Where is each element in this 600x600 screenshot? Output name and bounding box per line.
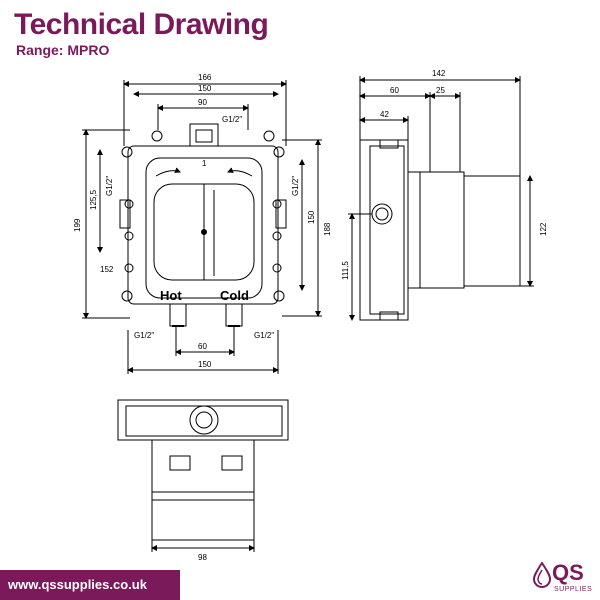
dim-front-152: 152: [100, 265, 114, 274]
logo-text: QS: [552, 560, 584, 585]
dim-side-142: 142: [432, 69, 446, 78]
dim-side-60: 60: [390, 86, 399, 95]
dim-side-122: 122: [539, 222, 548, 236]
front-inner-frame: [145, 157, 263, 299]
footer-url-link[interactable]: www.qssupplies.co.uk: [8, 577, 147, 592]
thread-left: G1/2": [105, 176, 114, 196]
dim-front-199: 199: [73, 218, 82, 232]
dim-front-150-bottom: 150: [198, 360, 212, 369]
side-view: [348, 76, 534, 321]
dim-side-42: 42: [380, 110, 389, 119]
dim-side-25: 25: [436, 86, 445, 95]
dim-bottom-98: 98: [198, 553, 207, 562]
label-number: 1: [202, 159, 207, 168]
dim-front-90: 90: [198, 98, 207, 107]
qs-supplies-logo: QS SUPPLIES: [530, 560, 596, 598]
logo-subtext: SUPPLIES: [554, 586, 593, 593]
thread-top: G1/2": [222, 115, 242, 124]
bottom-view: [117, 399, 289, 552]
label-hot: Hot: [160, 288, 182, 303]
front-view: [82, 80, 322, 374]
dim-front-150-right: 150: [307, 210, 316, 224]
dim-front-60: 60: [198, 342, 207, 351]
thread-bottom-right: G1/2": [254, 331, 274, 340]
thread-right: G1/2": [291, 176, 300, 196]
label-cold: Cold: [220, 288, 249, 303]
dim-front-125-5: 125,5: [89, 189, 98, 210]
thread-bottom-left: G1/2": [134, 331, 154, 340]
drop-icon: [532, 562, 552, 588]
range-subtitle: Range: MPRO: [16, 42, 110, 58]
dim-front-188: 188: [323, 222, 332, 236]
dim-front-166: 166: [198, 73, 212, 82]
dim-side-111-5: 111,5: [341, 261, 350, 280]
page-title: Technical Drawing: [14, 8, 269, 41]
dim-front-150-top: 150: [198, 84, 212, 93]
footer-bar: www.qssupplies.co.uk: [0, 570, 180, 600]
